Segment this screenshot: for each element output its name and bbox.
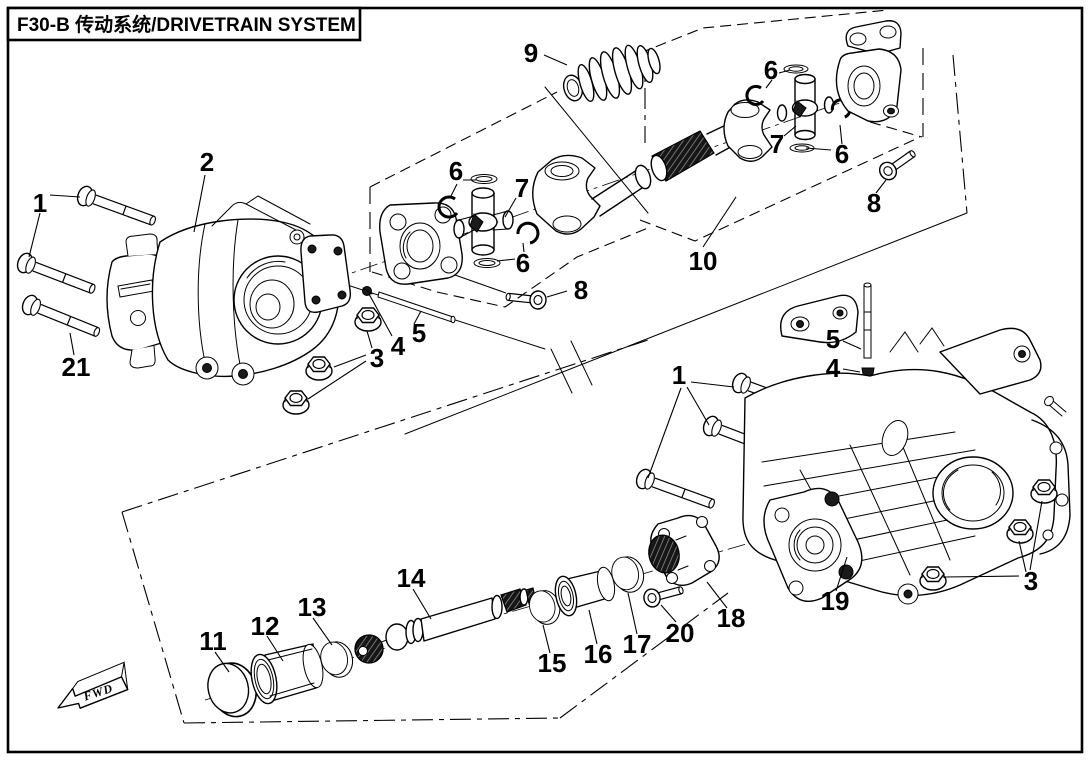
shaft-14 — [354, 587, 537, 664]
callout-label-9: 9 — [524, 38, 538, 68]
leader-lines — [28, 54, 1043, 673]
page-title: F30-B 传动系统/DRIVETRAIN SYSTEM — [17, 13, 356, 36]
callout-label-6-right-upper: 6 — [764, 55, 778, 85]
callout-label-17: 17 — [623, 629, 652, 659]
callout-label-8-right: 8 — [867, 188, 881, 218]
coupler-16 — [554, 566, 616, 617]
callout-label-12: 12 — [251, 611, 280, 641]
callout-label-3-rear: 3 — [1024, 566, 1038, 596]
title-box: F30-B 传动系统/DRIVETRAIN SYSTEM — [6, 6, 362, 42]
callout-label-21: 21 — [62, 352, 91, 382]
callout-label-1-front: 1 — [33, 188, 47, 218]
callout-label-14: 14 — [397, 563, 426, 593]
callout-label-1-rear: 1 — [672, 360, 686, 390]
rear-nut-3 — [919, 566, 947, 591]
fwd-arrow: FWD — [57, 661, 129, 709]
lower-shaft-drawing — [201, 514, 720, 723]
front-nut-3 — [282, 390, 310, 415]
callout-label-6-right-lower: 6 — [835, 139, 849, 169]
callout-label-18: 18 — [717, 603, 746, 633]
callout-label-4-front: 4 — [391, 331, 406, 361]
rear-gearbox-drawing — [633, 282, 1071, 605]
front-gearbox-drawing — [14, 183, 456, 415]
callout-label-5-rear: 5 — [826, 324, 840, 354]
callout-label-6-mid-upper: 6 — [449, 156, 463, 186]
callout-label-5-front: 5 — [412, 318, 426, 348]
companion-flange-drawing — [835, 20, 902, 123]
callout-label-3-front: 3 — [370, 343, 384, 373]
rear-nut-2 — [1006, 519, 1034, 544]
callout-label-7-right: 7 — [770, 129, 784, 159]
callout-label-10: 10 — [689, 246, 718, 276]
callout-label-15: 15 — [538, 648, 567, 678]
callout-label-7-mid: 7 — [515, 173, 529, 203]
callout-label-16: 16 — [584, 639, 613, 669]
flange-18 — [648, 514, 720, 586]
front-nut-2 — [305, 356, 333, 381]
coupler-12 — [250, 643, 324, 705]
propshaft-drawing — [379, 20, 921, 311]
rear-nut-1 — [1030, 479, 1058, 504]
callout-label-13: 13 — [298, 592, 327, 622]
callout-label-2: 2 — [200, 147, 214, 177]
callout-label-8-mid: 8 — [574, 275, 588, 305]
callout-label-20: 20 — [666, 618, 695, 648]
callout-label-19: 19 — [821, 586, 850, 616]
boot-drawing — [562, 44, 661, 103]
callout-label-11: 11 — [199, 626, 227, 656]
callout-label-4-rear: 4 — [826, 353, 841, 383]
front-nut-1 — [354, 307, 382, 332]
callout-label-6-mid-lower: 6 — [516, 248, 530, 278]
